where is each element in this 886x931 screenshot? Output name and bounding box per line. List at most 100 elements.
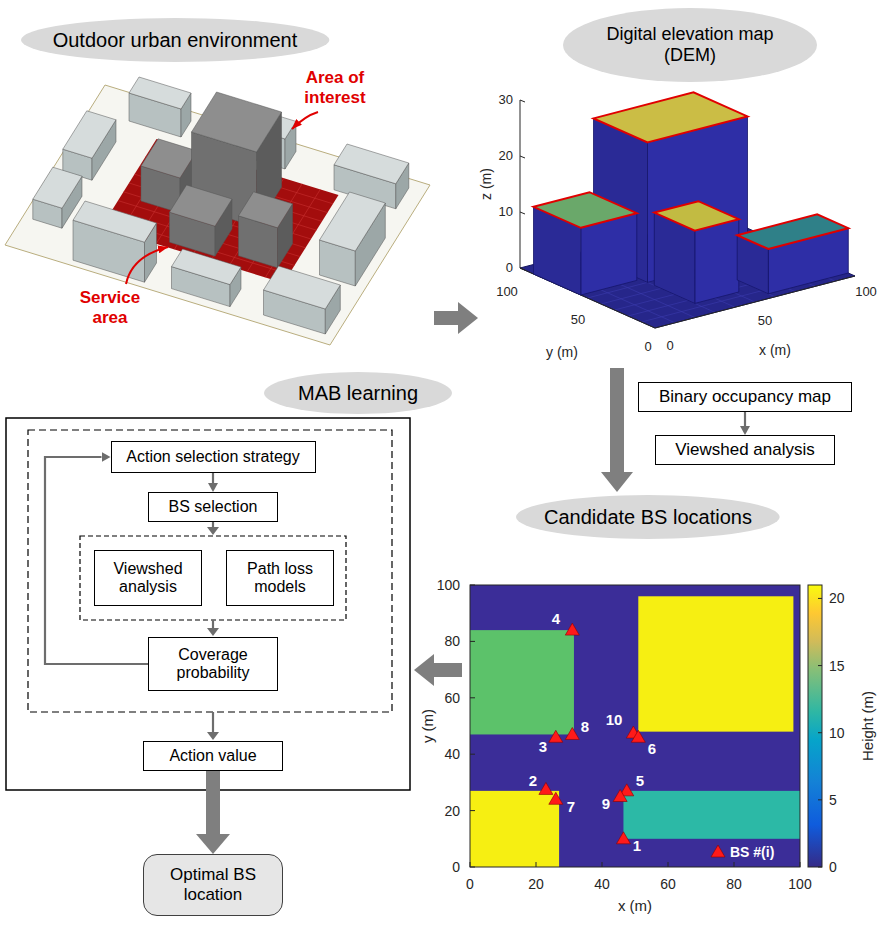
callout-number: 9 xyxy=(602,795,610,812)
bs-marker xyxy=(613,790,627,802)
tick-label: 100 xyxy=(437,577,460,593)
mab-frame xyxy=(6,418,410,790)
callout-number: 6 xyxy=(648,740,656,757)
node-text: BS selection xyxy=(169,498,258,516)
tick-label: 10 xyxy=(829,725,845,741)
node-text: Path loss models xyxy=(234,560,326,597)
building-footprint xyxy=(638,596,793,731)
city-scene xyxy=(5,77,430,345)
callout-number: 1 xyxy=(633,837,641,854)
flow-arrow xyxy=(212,620,214,629)
tick-label: 20 xyxy=(444,803,460,819)
tick-mark xyxy=(818,665,822,666)
tick-mark xyxy=(520,100,525,102)
ellipse-fill xyxy=(516,495,780,539)
process-box: BS selection xyxy=(148,492,278,522)
connector xyxy=(212,473,214,483)
building-roof xyxy=(534,192,637,228)
tick-label: 40 xyxy=(594,876,610,892)
tick-label: 20 xyxy=(829,590,845,606)
tick-label: 100 xyxy=(855,285,877,300)
ellipse-fill xyxy=(563,8,817,82)
node-text: Action value xyxy=(169,747,256,765)
tick-mark xyxy=(602,862,603,867)
axis-title: x (m) xyxy=(759,342,791,358)
tick-label: 5 xyxy=(829,792,837,808)
process-box: Viewshed analysis xyxy=(94,550,202,606)
arrow-head xyxy=(207,628,219,636)
building-face xyxy=(695,219,739,303)
axis-title: y (m) xyxy=(546,344,578,360)
tick-label: 100 xyxy=(788,876,811,892)
bs-marker xyxy=(565,623,579,635)
dem-building xyxy=(534,192,637,295)
building-roof xyxy=(654,201,739,230)
ground-plane xyxy=(5,85,430,345)
process-box: Viewshed analysis xyxy=(655,435,835,465)
stage-ellipse: Digital elevation map (DEM) xyxy=(562,7,818,83)
tick-label: 60 xyxy=(660,876,676,892)
tick-label: 100 xyxy=(496,285,518,300)
node-text: Outdoor urban environment xyxy=(53,29,298,52)
node-text: MAB learning xyxy=(298,382,418,405)
building-roof xyxy=(594,92,748,142)
building-roof xyxy=(63,111,116,158)
building-roof xyxy=(73,201,157,242)
building xyxy=(239,192,293,268)
building xyxy=(320,192,386,286)
tick-label: 80 xyxy=(444,633,460,649)
tick-label: 0 xyxy=(452,859,460,875)
axis-title: x (m) xyxy=(618,897,652,914)
colorbar xyxy=(808,585,822,867)
building-roof xyxy=(320,192,386,251)
building-roof xyxy=(33,167,82,208)
callout-number: 3 xyxy=(539,738,547,755)
building xyxy=(170,185,233,256)
connector xyxy=(744,412,746,426)
building-roof xyxy=(737,214,848,249)
building-roof xyxy=(141,139,197,178)
callout-number: 8 xyxy=(581,718,589,735)
node-text: Coverage probability xyxy=(158,646,268,683)
node-text: Action selection strategy xyxy=(126,448,299,466)
callout-label: Service area xyxy=(70,288,150,327)
flow-arrow xyxy=(206,771,220,834)
ellipse-fill xyxy=(264,372,452,414)
process-box: Coverage probability xyxy=(148,637,278,691)
building-roof xyxy=(172,249,242,285)
loop-group xyxy=(28,430,392,712)
tick-label: 10 xyxy=(499,205,513,220)
building xyxy=(63,111,116,180)
bs-marker xyxy=(616,832,630,844)
tick-label: 50 xyxy=(758,314,772,329)
building xyxy=(129,77,191,137)
tick-mark xyxy=(818,867,822,868)
axis-title: y (m) xyxy=(419,709,436,743)
bs-marker xyxy=(631,730,645,742)
building xyxy=(172,249,242,307)
arrow-head xyxy=(207,732,219,740)
callout-number: 5 xyxy=(636,772,644,789)
callout-number: 2 xyxy=(529,772,537,789)
building-footprint xyxy=(470,630,574,734)
building-roof xyxy=(129,77,191,109)
tick-mark xyxy=(520,212,525,214)
node-text: Viewshed analysis xyxy=(675,440,815,460)
tick-mark xyxy=(668,862,669,867)
tick-mark xyxy=(800,862,801,867)
tick-mark xyxy=(818,799,822,800)
ellipse-fill xyxy=(21,18,329,62)
tick-label: 60 xyxy=(444,690,460,706)
legend-text: BS #(i) xyxy=(730,844,774,860)
tick-mark xyxy=(520,268,525,270)
building-roof xyxy=(170,185,233,226)
building-roof xyxy=(239,192,293,228)
tick-mark xyxy=(734,862,735,867)
tick-label: 50 xyxy=(571,313,585,328)
tick-mark xyxy=(470,585,475,586)
stage-ellipse: Candidate BS locations xyxy=(515,494,781,540)
tick-mark xyxy=(818,732,822,733)
callout-number: 4 xyxy=(552,610,560,627)
bs-marker xyxy=(565,727,579,739)
